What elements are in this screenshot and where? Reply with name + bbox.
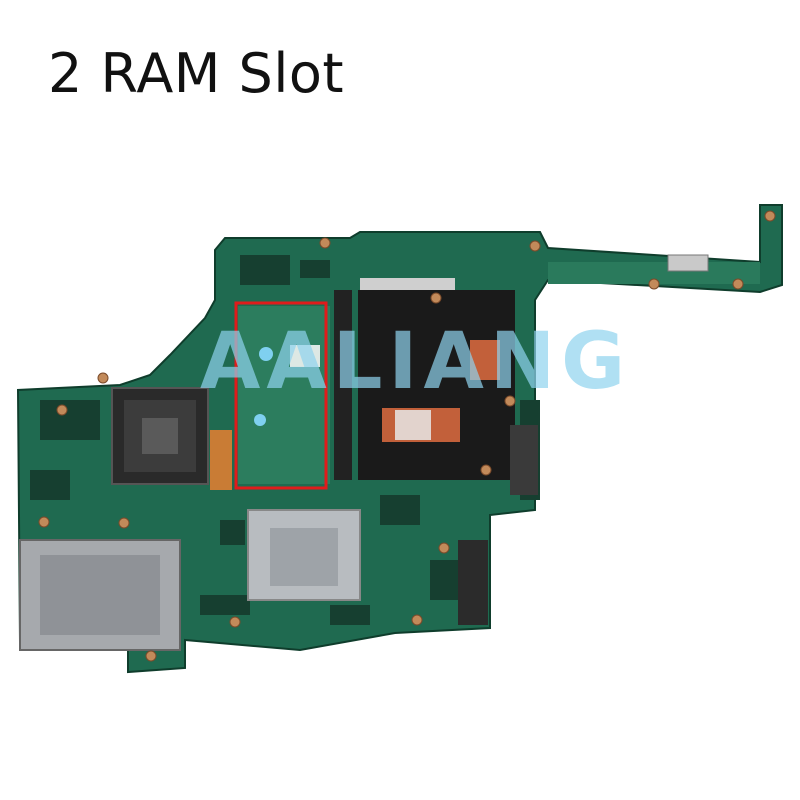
battery-connector [667, 254, 709, 272]
watermark: AALIANG [200, 317, 631, 407]
expresscard-slot [19, 539, 181, 651]
ram-slot-area [238, 306, 330, 484]
sata-connector [458, 540, 488, 625]
right-connector [510, 425, 538, 495]
ram-slot-2 [334, 290, 352, 480]
headline: 2 RAM Slot [48, 42, 345, 105]
ram-highlight-box [234, 301, 328, 490]
gpu-area [358, 290, 515, 480]
cpu-socket [111, 387, 209, 485]
chipset-heatsink [247, 509, 361, 601]
mounting-holes [38, 210, 776, 662]
socket-lever-strip [210, 430, 232, 490]
top-connector [360, 278, 455, 290]
